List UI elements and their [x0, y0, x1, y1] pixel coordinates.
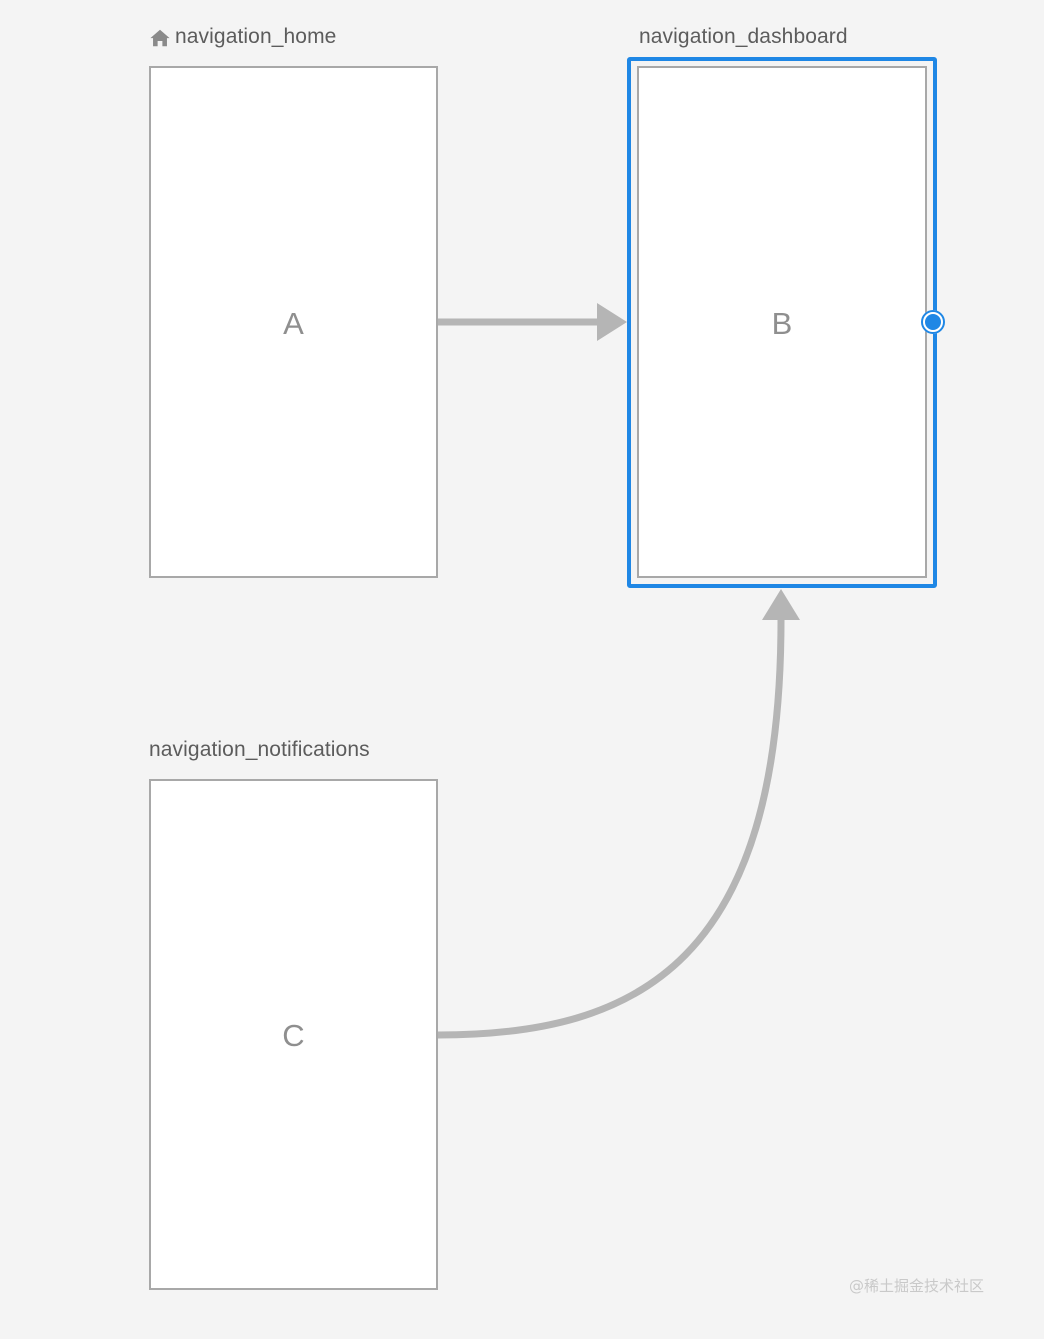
node-label-text: navigation_dashboard	[639, 25, 848, 48]
arrowhead-icon	[597, 303, 627, 341]
node-frame-navigation-home[interactable]: A	[149, 66, 438, 578]
edge-notifications-to-dashboard[interactable]	[434, 589, 800, 1039]
edge-home-to-dashboard[interactable]	[438, 303, 627, 341]
node-label-navigation-home: navigation_home	[149, 24, 336, 50]
resize-handle-right[interactable]	[921, 310, 945, 334]
node-frame-navigation-notifications[interactable]: C	[149, 779, 438, 1290]
node-label-text: navigation_home	[175, 25, 337, 48]
frame-letter-a: A	[283, 306, 304, 341]
node-label-navigation-dashboard: navigation_dashboard	[639, 24, 848, 50]
arrowhead-icon	[762, 589, 800, 620]
home-icon	[149, 27, 171, 49]
watermark: @稀土掘金技术社区	[849, 1277, 985, 1295]
frame-letter-b: B	[771, 306, 793, 341]
node-frame-navigation-dashboard[interactable]: B	[637, 66, 927, 578]
edge-curve	[434, 616, 785, 1039]
node-label-text: navigation_notifications	[149, 738, 370, 761]
node-label-navigation-notifications: navigation_notifications	[149, 737, 370, 763]
selection-outline	[627, 57, 937, 588]
frame-letter-c: C	[282, 1018, 305, 1053]
